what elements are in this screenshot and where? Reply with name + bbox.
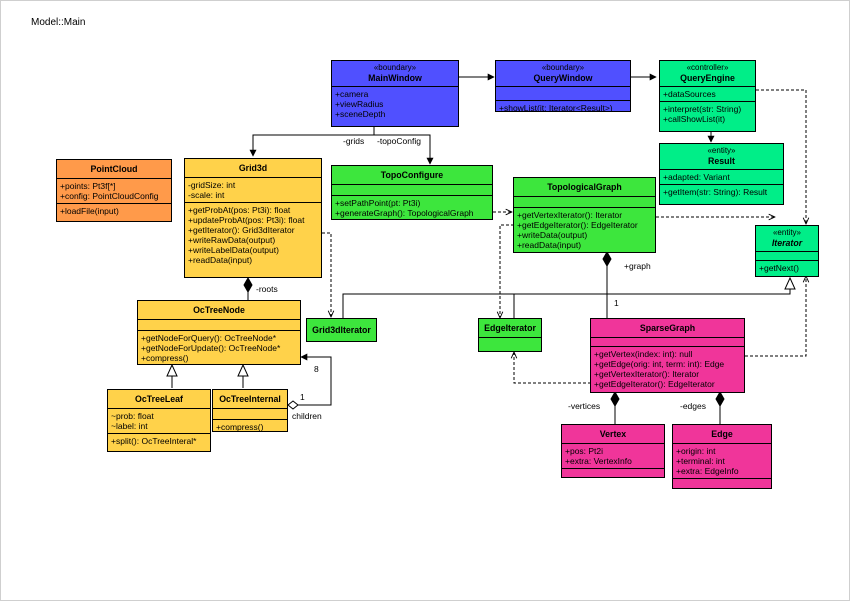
dep-topologicalgraph-edgeiterator: [500, 224, 514, 318]
link-mainwindow-grid3d: [249, 126, 375, 157]
diamond-vertices: [610, 390, 620, 408]
class-octreeleaf[interactable]: OcTreeLeaf ~prob: float ~label: int +spl…: [107, 389, 211, 452]
diamond-edges: [715, 390, 725, 408]
page-title: Model::Main: [31, 17, 86, 28]
class-queryengine[interactable]: «controller»QueryEngine +dataSources +in…: [659, 60, 756, 132]
class-vertex[interactable]: Vertex +pos: Pt2i +extra: VertexInfo: [561, 424, 665, 478]
class-pointcloud[interactable]: PointCloud +points: Pt3f[*] +config: Poi…: [56, 159, 172, 222]
class-topoconfigure[interactable]: TopoConfigure +setPathPoint(pt: Pt3i) +g…: [331, 165, 493, 220]
agg-octreeinternal-octreenode: [298, 353, 332, 406]
label-multiplicity-one-children: 1: [300, 392, 305, 402]
dep-queryengine-iterator: [756, 89, 806, 224]
label-graph: +graph: [624, 261, 651, 271]
class-grid3d[interactable]: Grid3d -gridSize: int -scale: int +getPr…: [184, 158, 322, 278]
label-edges: -edges: [680, 401, 706, 411]
class-octreeinternal[interactable]: OcTreeInternal +compress(): [212, 389, 288, 432]
label-vertices: -vertices: [568, 401, 601, 411]
link-mainwindow-topoconfigure: [374, 134, 434, 165]
class-edgeiterator[interactable]: EdgeIterator: [478, 318, 542, 352]
triangle-internal: [237, 363, 249, 377]
diamond-graph: [602, 250, 612, 268]
class-result[interactable]: «entity»Result +adapted: Variant +getIte…: [659, 143, 784, 205]
triangle-iterator: [784, 276, 796, 290]
gen-iterator-line: [342, 281, 791, 318]
label-roots: -roots: [256, 284, 278, 294]
label-multiplicity-eight: 8: [314, 364, 319, 374]
diamond-roots: [243, 276, 253, 294]
class-edge[interactable]: Edge +origin: int +terminal: int +extra:…: [672, 424, 772, 489]
label-topoconfig: -topoConfig: [377, 136, 421, 146]
dep-sparsegraph-edgeiterator: [514, 352, 591, 384]
class-querywindow[interactable]: «boundary»QueryWindow +showList(it: Iter…: [495, 60, 631, 112]
triangle-leaf: [166, 363, 178, 377]
class-topologicalgraph[interactable]: TopologicalGraph +getVertexIterator(): I…: [513, 177, 656, 253]
class-iterator[interactable]: «entity»Iterator +getNext(): [755, 225, 819, 277]
class-grid3diterator[interactable]: Grid3dIterator: [306, 318, 377, 342]
class-mainwindow[interactable]: «boundary»MainWindow +camera +viewRadius…: [331, 60, 459, 127]
class-sparsegraph[interactable]: SparseGraph +getVertex(index: int): null…: [590, 318, 745, 393]
label-multiplicity-one-graph: 1: [614, 298, 619, 308]
dep-sparsegraph-iterator: [745, 276, 806, 357]
label-grids: -grids: [343, 136, 365, 146]
class-octreenode[interactable]: OcTreeNode +getNodeForQuery(): OcTreeNod…: [137, 300, 301, 365]
label-children: children: [292, 411, 322, 421]
dep-grid3d-grid3diterator: [322, 232, 331, 317]
hollow-diamond-children: [287, 400, 299, 410]
